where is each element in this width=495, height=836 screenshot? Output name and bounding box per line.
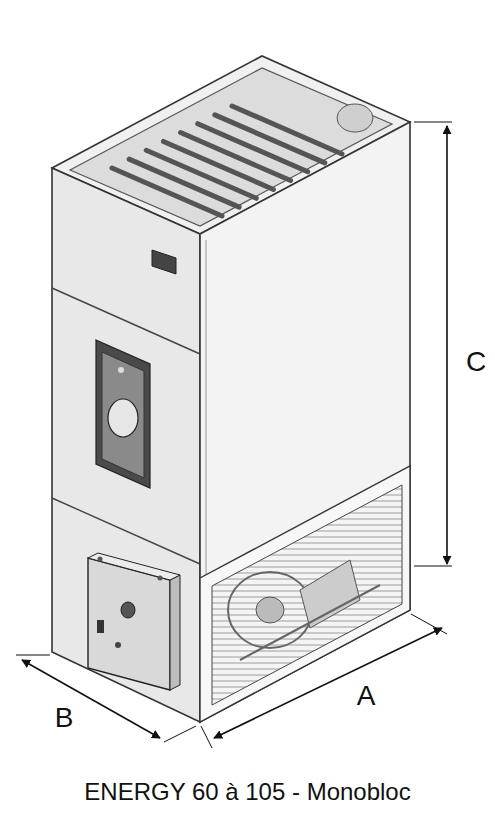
fan-hub — [256, 597, 284, 623]
tube — [232, 106, 342, 154]
extension-line — [164, 726, 196, 742]
dimension-line — [446, 126, 448, 564]
electrical-box-side — [170, 575, 180, 690]
extension-line — [411, 614, 447, 634]
panel-joint — [52, 288, 200, 354]
extension-line — [201, 726, 212, 748]
fan-wheel — [228, 572, 312, 648]
fan-motor — [300, 560, 360, 628]
burner-plate-inner — [102, 352, 144, 478]
indicator — [97, 620, 104, 633]
indicator-lamp — [115, 642, 121, 648]
dimension-line — [214, 628, 442, 738]
caption: ENERGY 60 à 105 - Monobloc — [84, 779, 410, 805]
dimension-letter: B — [55, 703, 74, 734]
bolt — [118, 367, 124, 373]
burner-port — [108, 399, 138, 437]
gland — [98, 557, 103, 562]
panel-joint — [52, 498, 200, 564]
dimension-letter: C — [466, 347, 486, 378]
grille-frame — [200, 466, 410, 722]
fan-motor — [337, 104, 373, 132]
extension-line — [414, 566, 452, 567]
electrical-box — [88, 558, 170, 690]
extension-line — [16, 655, 50, 656]
burner-plate — [96, 340, 150, 488]
electrical-box-top — [88, 553, 180, 580]
selector-switch — [121, 602, 135, 618]
left-face — [52, 168, 200, 722]
fan-base — [240, 585, 380, 660]
dimension-letter: A — [357, 681, 376, 712]
thermostat — [152, 250, 176, 274]
grille — [212, 485, 402, 705]
extension-line — [414, 122, 452, 123]
gland — [158, 576, 163, 581]
right-face — [200, 122, 410, 722]
dimension-line — [22, 660, 160, 738]
